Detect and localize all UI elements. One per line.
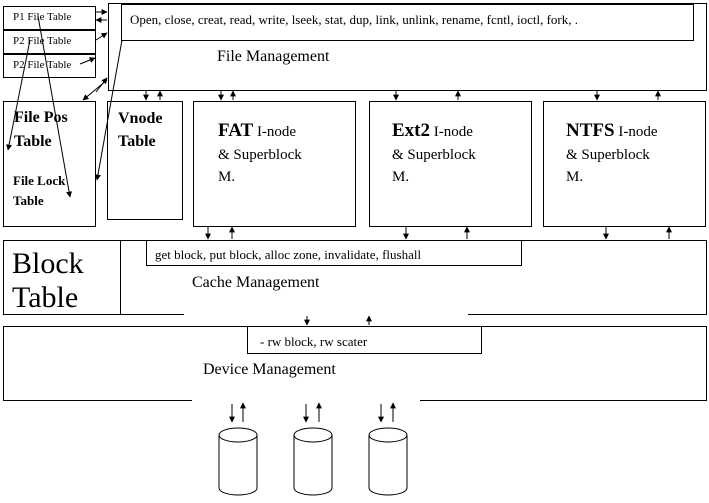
syscall-list: Open, close, creat, read, write, lseek, …	[130, 12, 578, 27]
ext2-line3: M.	[392, 169, 410, 185]
ext2-line1: Ext2 I-node	[392, 121, 473, 140]
fat-inode: I-node	[253, 124, 297, 140]
device-calls-box	[247, 326, 482, 354]
disk-icon-1	[218, 427, 258, 496]
fat-line2: & Superblock	[218, 147, 302, 163]
arrow-p2-to-fm	[95, 32, 108, 41]
fat-box	[193, 101, 356, 227]
ext2-name: Ext2	[392, 120, 430, 141]
p1-file-table	[3, 6, 96, 30]
ntfs-line1: NTFS I-node	[566, 121, 657, 140]
disk-icon-2	[293, 427, 333, 496]
arrow-p2b-out	[79, 57, 96, 65]
cache-bottom-gap	[184, 313, 468, 317]
ext2-line2: & Superblock	[392, 147, 476, 163]
arrow-fm-to-filepos	[82, 79, 108, 101]
vnode-line2: Table	[118, 133, 156, 150]
file-pos-lock-box	[3, 101, 96, 227]
vnode-table-box	[107, 101, 183, 220]
cache-calls: get block, put block, alloc zone, invali…	[155, 247, 422, 262]
block-table-line1: Block	[12, 247, 84, 280]
ntfs-line2: & Superblock	[566, 147, 650, 163]
ntfs-box	[543, 101, 706, 227]
ntfs-inode: I-node	[614, 124, 658, 140]
vnode-line1: Vnode	[118, 110, 163, 127]
device-bottom-gap	[192, 399, 420, 403]
file-pos-line1: File Pos	[14, 109, 68, 126]
file-lock-line1: File Lock	[13, 173, 66, 188]
arrow-p1-to-filelock	[37, 15, 73, 198]
arrow-fm-to-filelock	[94, 39, 123, 181]
fat-name: FAT	[218, 120, 254, 141]
device-calls: - rw block, rw scater	[260, 334, 368, 349]
disk-icon-3	[368, 427, 408, 496]
file-management-label: File Management	[217, 48, 330, 65]
ntfs-name: NTFS	[566, 120, 615, 141]
fat-line1: FAT I-node	[218, 121, 296, 140]
device-management-label: Device Management	[203, 361, 336, 378]
fat-line3: M.	[218, 169, 236, 185]
file-lock-line2: Table	[13, 193, 44, 208]
ext2-inode: I-node	[430, 124, 473, 140]
cache-management-label: Cache Management	[192, 274, 320, 291]
cache-calls-box	[146, 240, 522, 266]
syscall-list-box	[121, 4, 694, 41]
file-pos-line2: Table	[14, 133, 52, 150]
arrow-p2-to-filepos	[6, 39, 31, 151]
p2-file-table-a	[3, 30, 96, 54]
p1-file-table-label: P1 File Table	[13, 11, 72, 23]
p2-file-table-b	[3, 54, 96, 78]
ntfs-line3: M.	[566, 169, 584, 185]
block-table-line2: Table	[12, 281, 79, 314]
ext2-box	[369, 101, 532, 227]
p2-file-table-b-label: P2 File Table	[13, 59, 72, 71]
block-table-box	[3, 240, 121, 315]
